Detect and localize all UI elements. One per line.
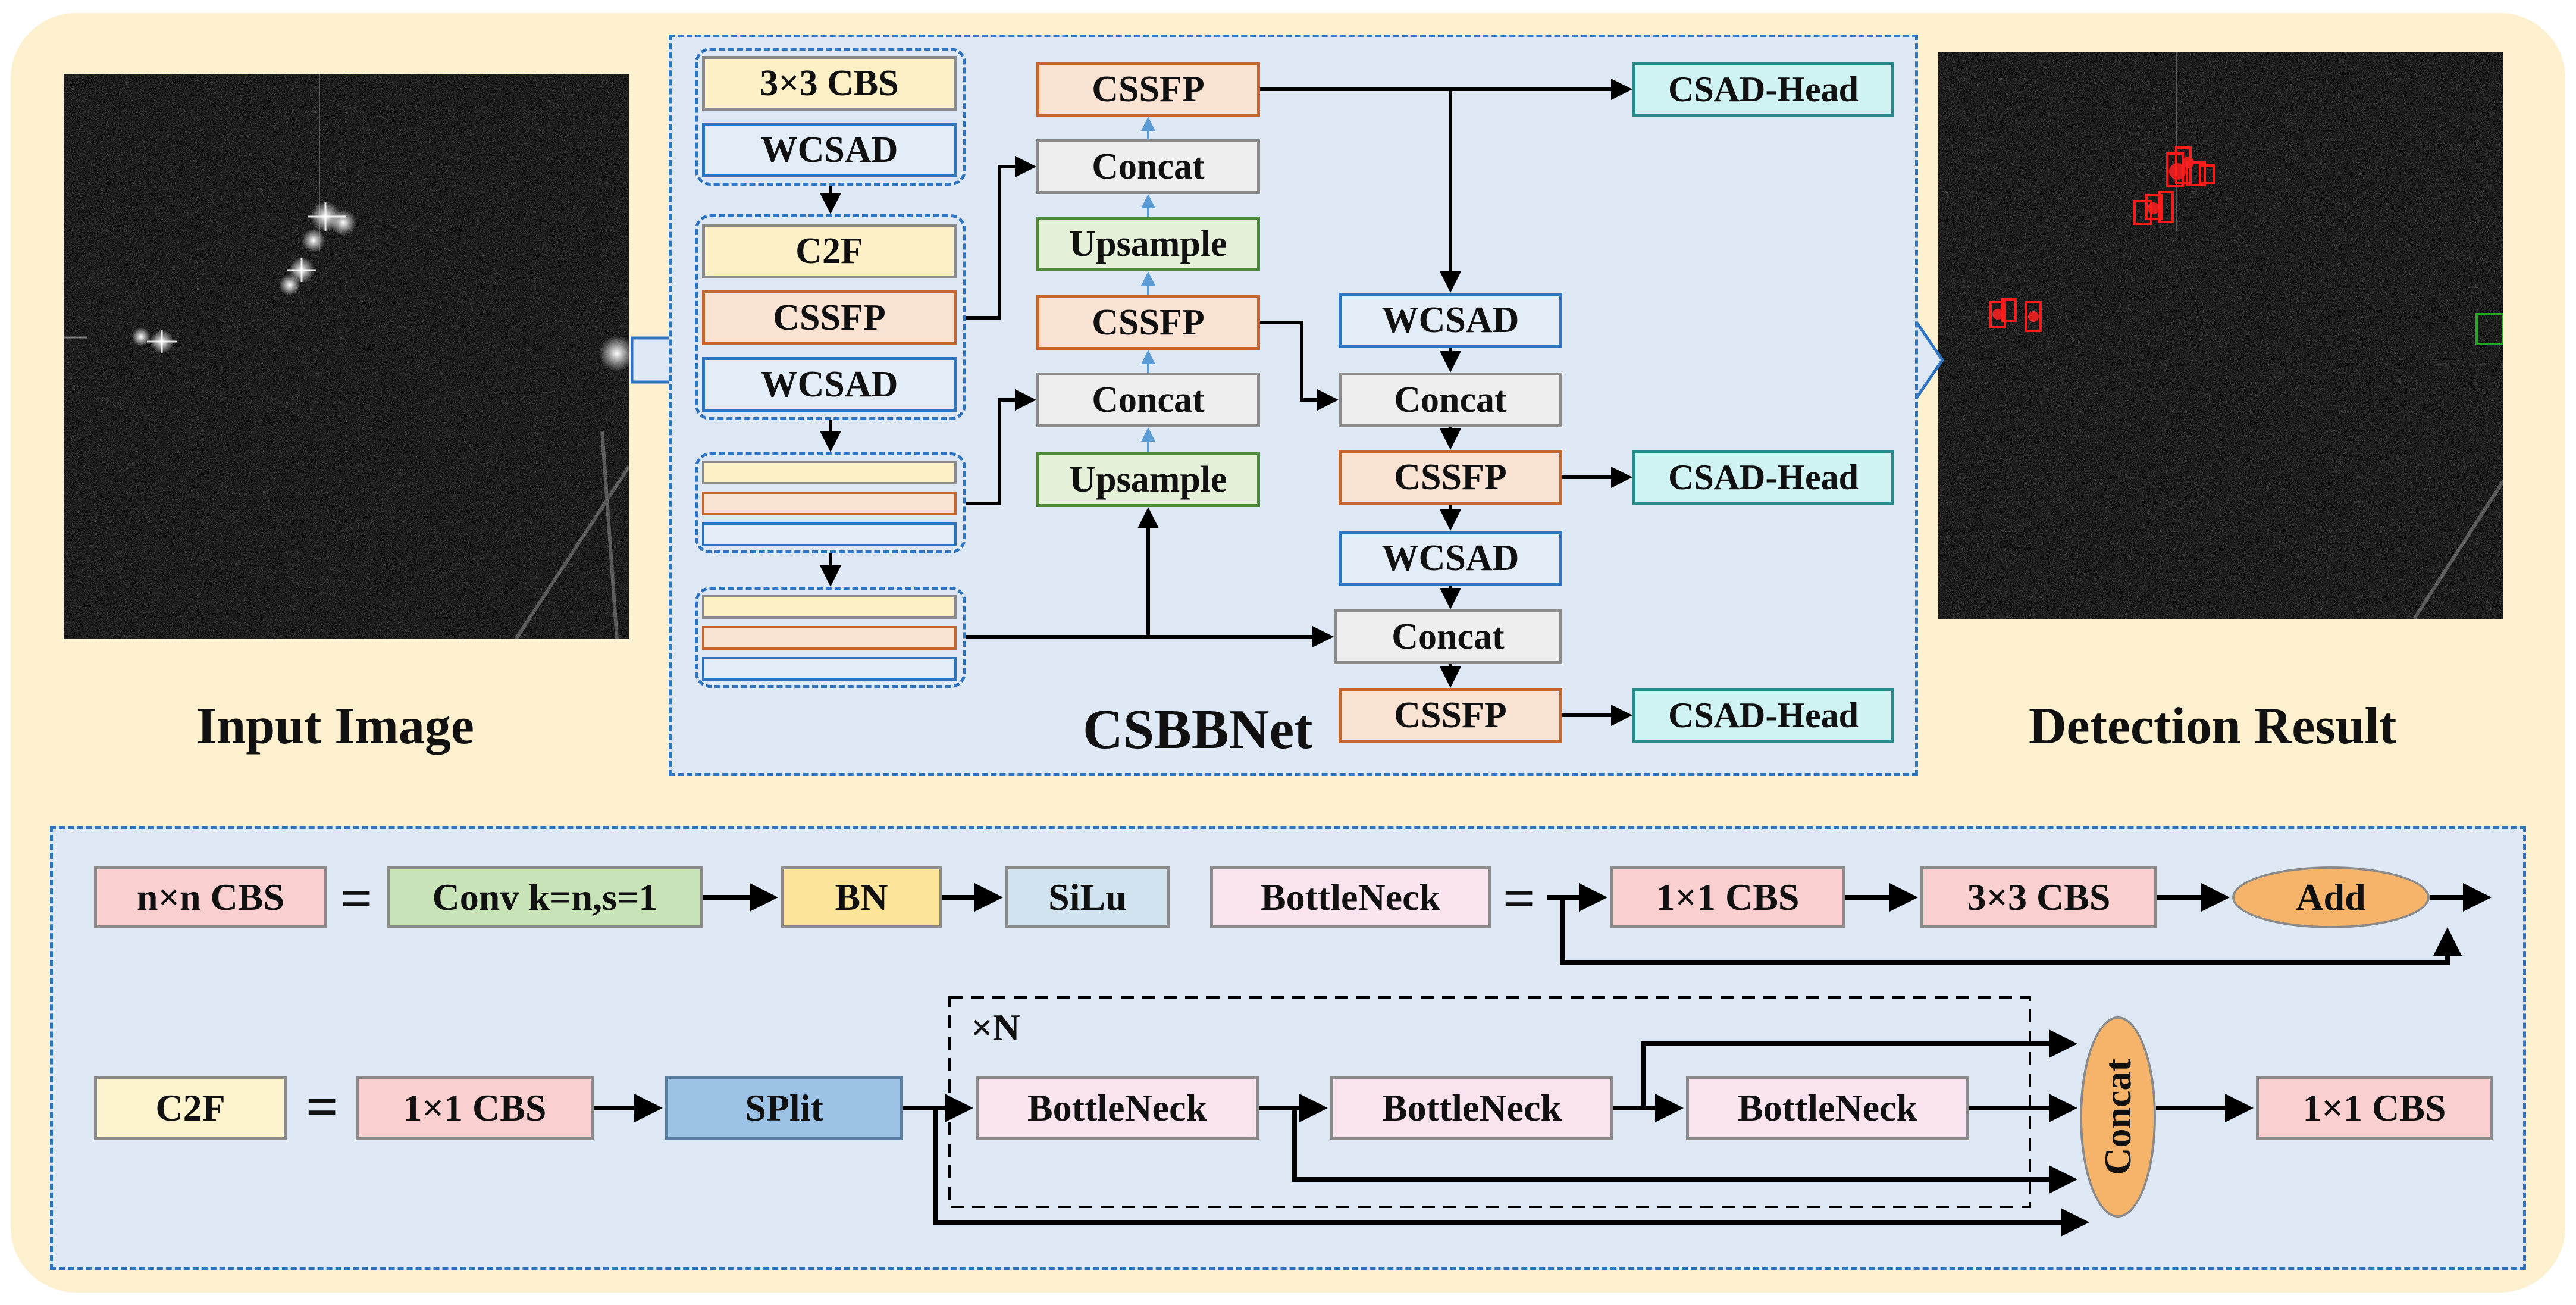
c2f-bottleneck-3: BottleNeck: [1686, 1076, 1969, 1140]
concat-neck-box-a: Concat: [1339, 373, 1562, 427]
bottleneck-equals-sign: =: [1503, 866, 1535, 930]
group3-bar-yellow: [702, 461, 957, 484]
csad-head-3: CSAD-Head: [1632, 688, 1894, 743]
group4-bar-orange: [702, 626, 957, 650]
backbone-cbs-box: 3×3 CBS: [702, 56, 957, 111]
detection-result-image: [1938, 52, 2503, 619]
split-box: SPlit: [665, 1076, 903, 1140]
csad-head-2: CSAD-Head: [1632, 450, 1894, 505]
concat-box-1: Concat: [1036, 139, 1260, 194]
repeat-label: ×N: [971, 1006, 1020, 1049]
concat-neck-box-b: Concat: [1334, 609, 1562, 664]
network-connectors: [820, 79, 1632, 726]
bottleneck-legend-name: BottleNeck: [1210, 866, 1491, 928]
c2f-cbs-out-box: 1×1 CBS: [2256, 1076, 2493, 1140]
group3-bar-blue: [702, 522, 957, 546]
concat-box-2: Concat: [1036, 373, 1260, 427]
bottleneck-cbs3-box: 3×3 CBS: [1920, 866, 2157, 928]
group4-bar-yellow: [702, 595, 957, 619]
cssfp-neck-box-b: CSSFP: [1339, 688, 1562, 743]
detection-box-green: [2475, 313, 2503, 345]
backbone-group-2: [695, 214, 966, 420]
bn-box: BN: [781, 866, 942, 928]
legend-connectors: [594, 883, 2492, 1237]
c2f-equals-sign: =: [306, 1075, 339, 1138]
input-image-texture: [64, 74, 629, 639]
backbone-group-4: [695, 587, 966, 688]
detection-image-texture: [1938, 52, 2503, 619]
repeat-region-box: [948, 996, 2031, 1208]
bottleneck-cbs1-box: 1×1 CBS: [1610, 866, 1845, 928]
backbone-c2f-box: C2F: [702, 224, 957, 278]
upsample-box-1: Upsample: [1036, 217, 1260, 271]
detection-boxes: [1989, 146, 2215, 332]
input-sar-image: [64, 74, 629, 639]
c2f-cbs-in-box: 1×1 CBS: [356, 1076, 594, 1140]
cbs-equals-sign: =: [340, 866, 373, 930]
wcsad-neck-box-1: WCSAD: [1339, 293, 1562, 348]
group4-bar-blue: [702, 657, 957, 681]
cssfp-top-box: CSSFP: [1036, 62, 1260, 117]
backbone-wcsad-box-1: WCSAD: [702, 123, 957, 177]
conv-box: Conv k=n,s=1: [387, 866, 703, 928]
cbs-legend-name: n×n CBS: [94, 866, 327, 928]
c2f-legend-name: C2F: [94, 1076, 287, 1140]
detection-result-caption: Detection Result: [2029, 697, 2397, 755]
upsample-box-2: Upsample: [1036, 452, 1260, 507]
c2f-bottleneck-1: BottleNeck: [976, 1076, 1259, 1140]
backbone-wcsad-box-2: WCSAD: [702, 357, 957, 412]
backbone-group-3: [695, 452, 966, 553]
backbone-group-1: [695, 48, 966, 186]
backbone-cssfp-box: CSSFP: [702, 290, 957, 345]
c2f-bottleneck-2: BottleNeck: [1330, 1076, 1613, 1140]
csad-head-1: CSAD-Head: [1632, 62, 1894, 117]
network-title: CSBBNet: [1083, 699, 1313, 761]
add-node: Add: [2232, 866, 2430, 928]
group3-bar-orange: [702, 492, 957, 515]
wcsad-neck-box-2: WCSAD: [1339, 531, 1562, 586]
c2f-concat-node: Concat: [2080, 1016, 2156, 1218]
cssfp-mid-box: CSSFP: [1036, 295, 1260, 350]
cssfp-neck-box-a: CSSFP: [1339, 450, 1562, 505]
input-image-caption: Input Image: [196, 697, 474, 755]
silu-box: SiLu: [1005, 866, 1170, 928]
